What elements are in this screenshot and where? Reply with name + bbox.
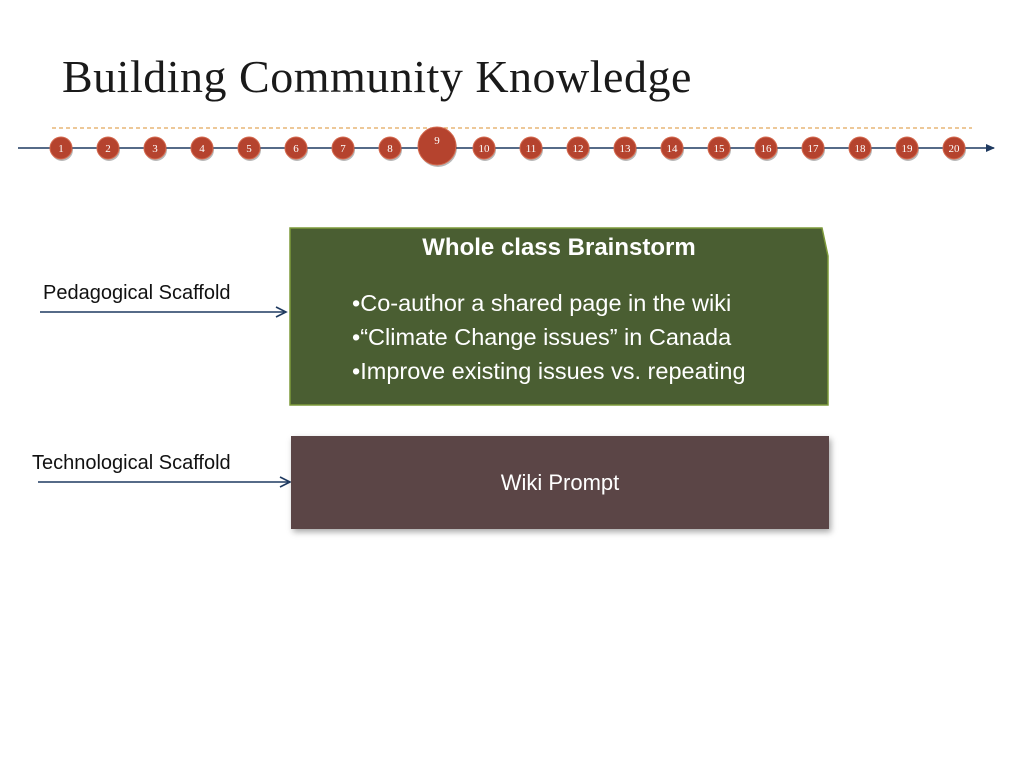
timeline-step-label: 17 xyxy=(808,143,820,155)
technological-scaffold-arrow xyxy=(38,476,292,488)
timeline-step: 3 xyxy=(143,136,167,161)
whole-class-brainstorm-box: Whole class Brainstorm •Co-author a shar… xyxy=(290,228,828,405)
timeline-step-label: 10 xyxy=(479,143,491,155)
brainstorm-bullet-list: •Co-author a shared page in the wiki •“C… xyxy=(352,286,746,388)
timeline-step-label: 15 xyxy=(714,143,726,155)
timeline-step: 6 xyxy=(284,136,308,161)
brainstorm-box-title: Whole class Brainstorm xyxy=(422,234,696,261)
timeline-step: 4 xyxy=(190,136,214,161)
timeline-step: 7 xyxy=(331,136,355,161)
brainstorm-bullet: •Co-author a shared page in the wiki xyxy=(352,290,732,316)
brainstorm-bullet: •Improve existing issues vs. repeating xyxy=(352,358,746,384)
timeline-step-label: 18 xyxy=(855,143,867,155)
timeline-step: 1 xyxy=(49,136,73,161)
timeline-step-label: 7 xyxy=(340,143,346,155)
timeline-step: 2 xyxy=(96,136,120,161)
timeline-step-label: 1 xyxy=(58,143,64,155)
timeline-step-label: 6 xyxy=(293,143,299,155)
timeline-step-label: 8 xyxy=(387,143,393,155)
timeline-step: 18 xyxy=(848,136,872,161)
timeline-step: 17 xyxy=(801,136,825,161)
timeline-step: 13 xyxy=(613,136,637,161)
timeline-step-label: 3 xyxy=(152,143,158,155)
timeline-step: 19 xyxy=(895,136,919,161)
timeline-step: 20 xyxy=(942,136,966,161)
brainstorm-box-border xyxy=(289,227,829,406)
timeline-step-label: 9 xyxy=(434,135,440,147)
timeline-step: 14 xyxy=(660,136,684,161)
timeline-step: 16 xyxy=(754,136,778,161)
timeline-step-label: 16 xyxy=(761,143,773,155)
wiki-prompt-label: Wiki Prompt xyxy=(500,470,620,495)
pedagogical-scaffold-arrow xyxy=(40,306,288,318)
timeline-step-label: 12 xyxy=(573,143,584,155)
timeline-step-label: 5 xyxy=(246,143,252,155)
timeline-step-current: 9 xyxy=(417,126,457,167)
timeline-step-label: 13 xyxy=(620,143,632,155)
timeline-step: 12 xyxy=(566,136,590,161)
slide-title: Building Community Knowledge xyxy=(62,51,692,102)
timeline-step-label: 14 xyxy=(667,143,679,155)
pedagogical-scaffold-label: Pedagogical Scaffold xyxy=(43,282,231,304)
brainstorm-bullet: •“Climate Change issues” in Canada xyxy=(352,324,732,350)
timeline-step: 11 xyxy=(519,136,543,161)
wiki-prompt-box: Wiki Prompt xyxy=(291,436,829,529)
timeline-step-label: 4 xyxy=(199,143,205,155)
timeline-step: 15 xyxy=(707,136,731,161)
timeline-step-label: 11 xyxy=(526,143,537,155)
timeline-step-label: 2 xyxy=(105,143,111,155)
timeline-step-label: 20 xyxy=(949,143,961,155)
timeline-step: 10 xyxy=(472,136,496,161)
timeline-step-label: 19 xyxy=(902,143,914,155)
technological-scaffold-label: Technological Scaffold xyxy=(32,452,231,474)
timeline-step: 5 xyxy=(237,136,261,161)
timeline-step: 8 xyxy=(378,136,402,161)
